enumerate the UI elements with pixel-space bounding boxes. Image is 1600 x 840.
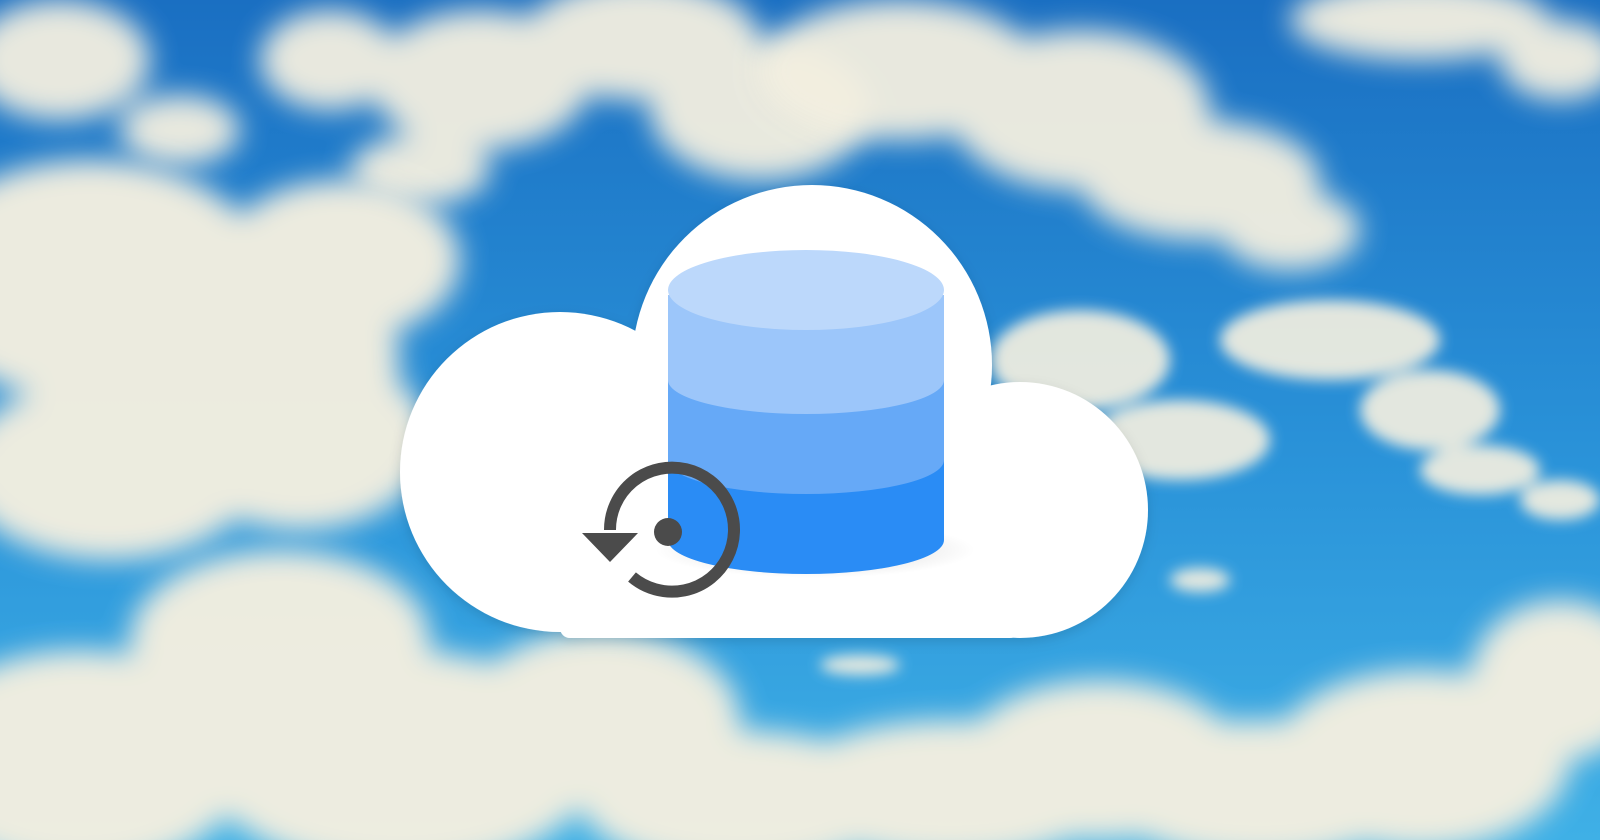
restore-icon: [582, 461, 740, 598]
database-icon: [655, 250, 975, 578]
